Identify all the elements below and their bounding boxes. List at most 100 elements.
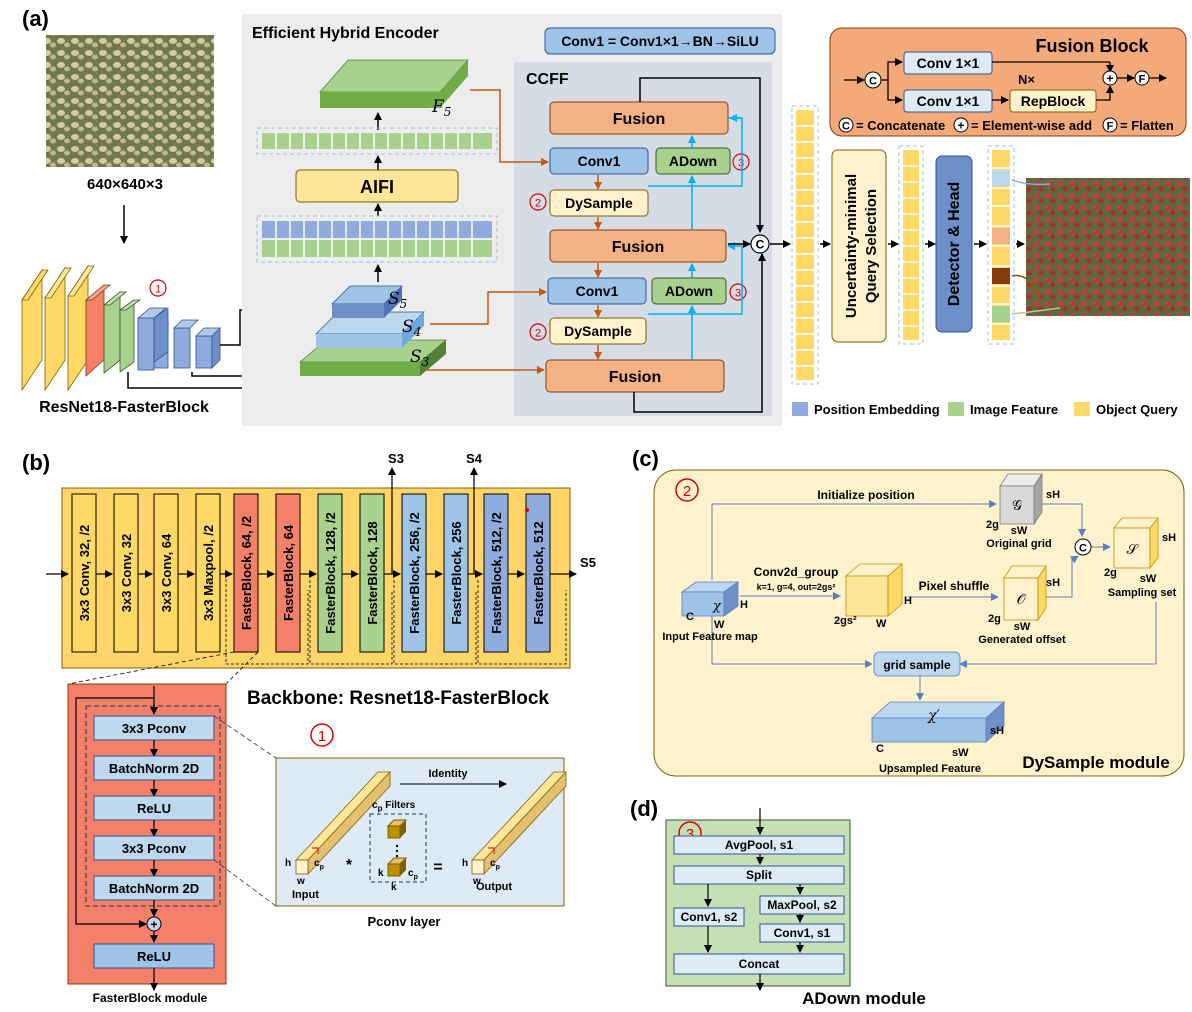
backbone-name: ResNet18-FasterBlock bbox=[39, 399, 209, 416]
legend-swatch-image bbox=[948, 402, 964, 416]
dysample-panel bbox=[653, 469, 1185, 777]
block-conv32: 3x3 Conv, 32 bbox=[119, 534, 134, 613]
input-peanut-image bbox=[46, 35, 214, 167]
offset-symbol: 𝒪 bbox=[1017, 591, 1027, 607]
dysample-concat-symbol: C bbox=[1079, 543, 1087, 555]
detector-head: Detector & Head bbox=[946, 182, 963, 306]
offset-cube bbox=[1003, 564, 1047, 622]
fb-nx: N× bbox=[1018, 72, 1035, 87]
pconv-filter-cp: cp bbox=[408, 868, 418, 881]
fb-add-node: + bbox=[150, 918, 157, 932]
grid-cube bbox=[999, 472, 1043, 526]
input-feature-cube bbox=[680, 581, 740, 617]
legend-swatch-position bbox=[792, 402, 808, 416]
adown-conv-s2: Conv1, s2 bbox=[681, 910, 738, 924]
pconv-equals: = bbox=[433, 859, 442, 876]
fb-item-bn-2: BatchNorm 2D bbox=[109, 881, 199, 896]
out-s3: S3 bbox=[388, 451, 404, 466]
chi-symbol: χ bbox=[712, 599, 722, 614]
legend-object-query: Object Query bbox=[1096, 402, 1178, 417]
grid-symbol: 𝒢 bbox=[1012, 497, 1022, 513]
backbone-title: Backbone: Resnet18-FasterBlock bbox=[247, 688, 549, 709]
backbone-blocks bbox=[71, 493, 551, 653]
legend-image-feature: Image Feature bbox=[970, 402, 1058, 417]
conv2d-params-label: k=1, g=4, out=2gs² bbox=[757, 582, 836, 592]
pconv-input-bar bbox=[295, 770, 391, 876]
fb-item-relu-final: ReLU bbox=[137, 949, 171, 964]
dysample-bottom: DySample bbox=[564, 323, 632, 339]
chi-prime-symbol: χ′ bbox=[927, 708, 940, 724]
upsampled-sw: sW bbox=[952, 747, 969, 759]
legend-swatch-query bbox=[1074, 402, 1090, 416]
block-fb512s2: FasterBlock, 512, /2 bbox=[489, 512, 504, 633]
block-fb64: FasterBlock, 64 bbox=[281, 524, 296, 621]
sampling-set-label: Sampling set bbox=[1108, 587, 1177, 599]
generated-offset-label: Generated offset bbox=[978, 634, 1066, 646]
input-h: H bbox=[740, 599, 748, 611]
marker-2-top: 2 bbox=[535, 198, 541, 210]
fb-item-pconv-1: 3x3 Pconv bbox=[122, 721, 187, 736]
input-w: W bbox=[714, 619, 725, 631]
legend-c-symbol: C bbox=[842, 121, 850, 133]
pconv-conv-symbol: * bbox=[346, 857, 353, 874]
block-conv64: 3x3 Conv, 64 bbox=[159, 533, 174, 612]
block-conv32s2: 3x3 Conv, 32, /2 bbox=[77, 525, 92, 622]
query-selection-line2: Query Selection bbox=[863, 189, 880, 303]
pconv-output-cp: cp bbox=[490, 858, 500, 871]
fb-repblock: RepBlock bbox=[1021, 93, 1086, 109]
panel-a-label: (a) bbox=[22, 6, 49, 31]
dysample-module-title: DySample module bbox=[1022, 753, 1169, 772]
pconv-output-w: w bbox=[472, 876, 481, 887]
pconv-input-h: h bbox=[285, 858, 291, 869]
out-s4: S4 bbox=[466, 451, 483, 466]
conv-output-cube bbox=[844, 563, 904, 617]
grid-sample-block: grid sample bbox=[883, 658, 951, 672]
pconv-output-h: h bbox=[462, 858, 468, 869]
s5-label: S5 bbox=[388, 289, 407, 311]
marker-1-backbone: 1 bbox=[155, 284, 161, 296]
fb-item-bn-1: BatchNorm 2D bbox=[109, 761, 199, 776]
s3-label: S3 bbox=[410, 347, 430, 369]
pconv-input-cp: cp bbox=[314, 858, 324, 871]
pconv-output-label: Output bbox=[476, 881, 512, 893]
block-fb512: FasterBlock, 512 bbox=[531, 521, 546, 624]
tokens-before-aifi bbox=[256, 215, 498, 263]
fb-conv-bottom: Conv 1×1 bbox=[917, 93, 980, 109]
adown-concat: Concat bbox=[739, 957, 780, 971]
panel-c-label: (c) bbox=[632, 446, 659, 471]
legend-concatenate: = Concatenate bbox=[856, 118, 945, 133]
conv-out-w: W bbox=[876, 618, 887, 630]
grid-sh: sH bbox=[1046, 489, 1060, 501]
fusion-top: Fusion bbox=[613, 111, 665, 128]
feature-pyramid bbox=[298, 285, 448, 376]
fb-flatten-symbol: F bbox=[1139, 74, 1146, 86]
pconv-filter-k-side: k bbox=[378, 868, 384, 879]
concat-symbol: C bbox=[756, 238, 765, 252]
sampling-2g: 2g bbox=[1104, 567, 1117, 579]
adown-caption: ADown module bbox=[802, 989, 926, 1008]
input-feature-map-label: Input Feature map bbox=[662, 631, 758, 643]
offset-sh: sH bbox=[1046, 577, 1060, 589]
fb-item-pconv-2: 3x3 Pconv bbox=[122, 841, 187, 856]
pixel-shuffle-label: Pixel shuffle bbox=[919, 579, 990, 593]
fusion-block-title: Fusion Block bbox=[1035, 36, 1149, 56]
pconv-caption: Pconv layer bbox=[368, 914, 441, 929]
adown-split: Split bbox=[746, 868, 772, 882]
sampling-sh: sH bbox=[1162, 532, 1176, 544]
pconv-marker: 1 bbox=[318, 728, 326, 745]
legend-f-symbol: F bbox=[1107, 121, 1114, 133]
adown-avgpool: AvgPool, s1 bbox=[725, 838, 794, 852]
offset-sw: sW bbox=[1014, 621, 1031, 633]
marker-3-top: 3 bbox=[738, 158, 744, 170]
adown-top: ADown bbox=[669, 153, 717, 169]
conv2d-group-label: Conv2d_group bbox=[754, 565, 839, 579]
pconv-filter-bottom bbox=[386, 857, 408, 877]
aifi-block: AIFI bbox=[360, 177, 394, 197]
adown-marker: 3 bbox=[686, 826, 694, 843]
f5-feature-slab bbox=[319, 59, 469, 108]
pconv-output-bar bbox=[471, 770, 567, 876]
identity-label: Identity bbox=[428, 768, 468, 780]
dysample-top: DySample bbox=[565, 195, 633, 211]
grid-sw: sW bbox=[1011, 525, 1028, 537]
block-fb128s2: FasterBlock, 128, /2 bbox=[323, 512, 338, 633]
